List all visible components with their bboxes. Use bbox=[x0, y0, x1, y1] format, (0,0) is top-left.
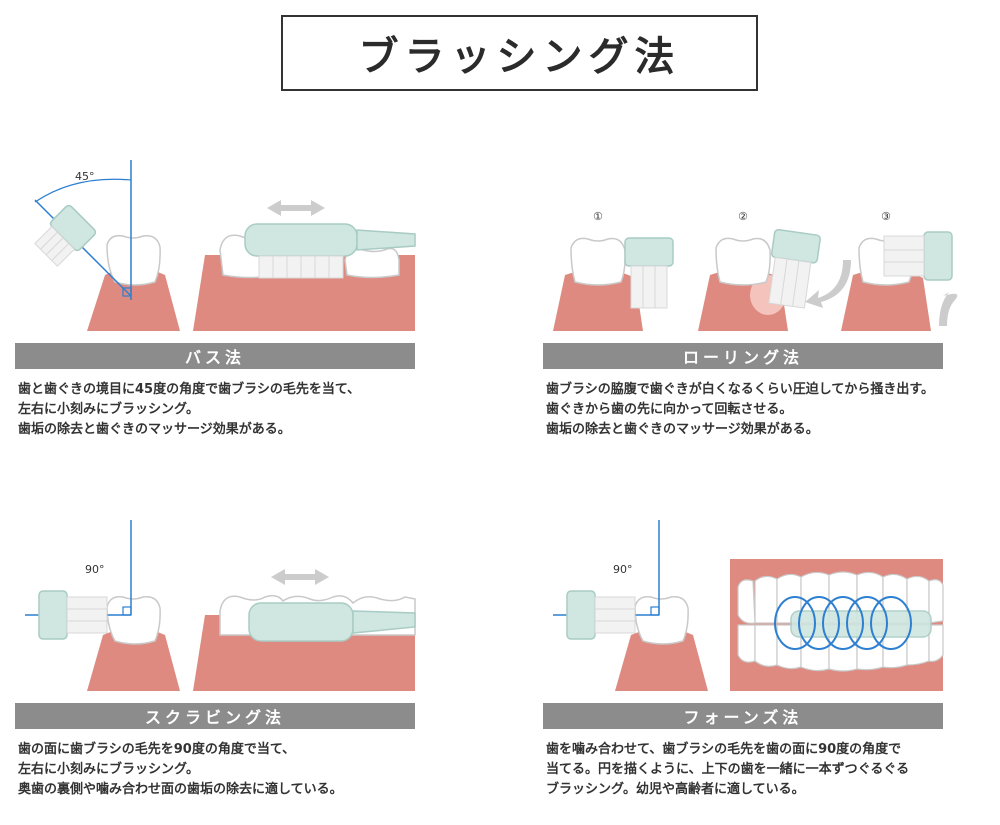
toothbrush-side bbox=[248, 602, 416, 642]
fones-illustration: 90° bbox=[553, 520, 944, 691]
step-label: ① bbox=[593, 210, 603, 223]
right-angle-mark bbox=[122, 287, 132, 297]
desc-line: 歯の面に歯ブラシの毛先を90度の角度で当て、 bbox=[18, 742, 296, 757]
toothbrush-head bbox=[566, 590, 636, 640]
circle-motion-icon bbox=[774, 596, 912, 650]
toothbrush-head bbox=[883, 231, 953, 281]
desc-line: 当てる。円を描くように、上下の歯を一緒に一本ずつぐるぐる bbox=[546, 762, 910, 777]
desc-line: 奥歯の裏側や噛み合わせ面の歯垢の除去に適している。 bbox=[18, 782, 343, 797]
bass-illustration: 45° bbox=[34, 160, 416, 331]
double-arrow-icon bbox=[267, 200, 325, 216]
step-label: ② bbox=[738, 210, 748, 223]
scrubbing-illustration: 90° bbox=[25, 520, 416, 691]
desc-line: 歯垢の除去と歯ぐきのマッサージ効果がある。 bbox=[546, 422, 819, 437]
method-bar-scrubbing: スクラビング法 bbox=[15, 703, 415, 729]
angle-arc bbox=[34, 178, 132, 203]
gum bbox=[615, 628, 708, 691]
angle-label: 45° bbox=[75, 170, 95, 183]
method-desc-rolling: 歯ブラシの脇腹で歯ぐきが白くなるくらい圧迫してから掻き出す。 歯ぐきから歯の先に… bbox=[546, 380, 934, 440]
method-name: バス法 bbox=[184, 348, 245, 367]
method-name: スクラビング法 bbox=[144, 708, 285, 727]
toothbrush-head bbox=[768, 228, 821, 309]
desc-line: 左右に小刻みにブラッシング。 bbox=[18, 402, 199, 417]
tooth bbox=[715, 237, 771, 286]
desc-line: 歯を噛み合わせて、歯ブラシの毛先を歯の面に90度の角度で bbox=[546, 742, 902, 757]
method-desc-bass: 歯と歯ぐきの境目に45度の角度で歯ブラシの毛先を当て、 左右に小刻みにブラッシン… bbox=[18, 380, 360, 440]
right-angle-mark bbox=[650, 606, 660, 616]
curved-arrow-icon bbox=[939, 292, 958, 326]
tooth bbox=[106, 234, 161, 286]
method-bar-rolling: ローリング法 bbox=[543, 343, 943, 369]
method-desc-scrubbing: 歯の面に歯ブラシの毛先を90度の角度で当て、 左右に小刻みにブラッシング。 奥歯… bbox=[18, 740, 343, 800]
tooth bbox=[106, 595, 161, 645]
gum bbox=[87, 267, 180, 331]
rolling-illustration: ① ② ③ bbox=[553, 210, 958, 331]
method-bar-bass: バス法 bbox=[15, 343, 415, 369]
toothbrush-head bbox=[38, 590, 108, 640]
curved-arrow-icon bbox=[805, 260, 851, 308]
angle-label: 90° bbox=[85, 563, 105, 576]
desc-line: 歯ぐきから歯の先に向かって回転させる。 bbox=[546, 402, 793, 417]
method-desc-fones: 歯を噛み合わせて、歯ブラシの毛先を歯の面に90度の角度で 当てる。円を描くように… bbox=[546, 740, 909, 800]
gum bbox=[87, 628, 180, 691]
toothbrush-side bbox=[244, 223, 416, 279]
method-bar-fones: フォーンズ法 bbox=[543, 703, 943, 729]
double-arrow-icon bbox=[271, 569, 329, 585]
gum bbox=[553, 269, 643, 331]
page-title: ブラッシング法 bbox=[281, 15, 758, 91]
desc-line: ブラッシング。幼児や高齢者に適している。 bbox=[546, 782, 805, 797]
angle-label: 90° bbox=[613, 563, 633, 576]
angle-guide bbox=[34, 199, 132, 297]
page-title-text: ブラッシング法 bbox=[358, 34, 681, 80]
toothbrush-head bbox=[34, 204, 97, 267]
gum bbox=[841, 269, 931, 331]
desc-line: 歯ブラシの脇腹で歯ぐきが白くなるくらい圧迫してから掻き出す。 bbox=[546, 382, 935, 397]
toothbrush-head bbox=[624, 237, 674, 309]
tooth bbox=[634, 595, 689, 645]
desc-line: 歯と歯ぐきの境目に45度の角度で歯ブラシの毛先を当て、 bbox=[18, 382, 361, 397]
step-label: ③ bbox=[881, 210, 891, 223]
right-angle-mark bbox=[122, 606, 132, 616]
desc-line: 左右に小刻みにブラッシング。 bbox=[18, 762, 199, 777]
method-name: フォーンズ法 bbox=[683, 708, 803, 727]
method-name: ローリング法 bbox=[682, 348, 803, 367]
desc-line: 歯垢の除去と歯ぐきのマッサージ効果がある。 bbox=[18, 422, 291, 437]
tooth bbox=[570, 237, 626, 286]
